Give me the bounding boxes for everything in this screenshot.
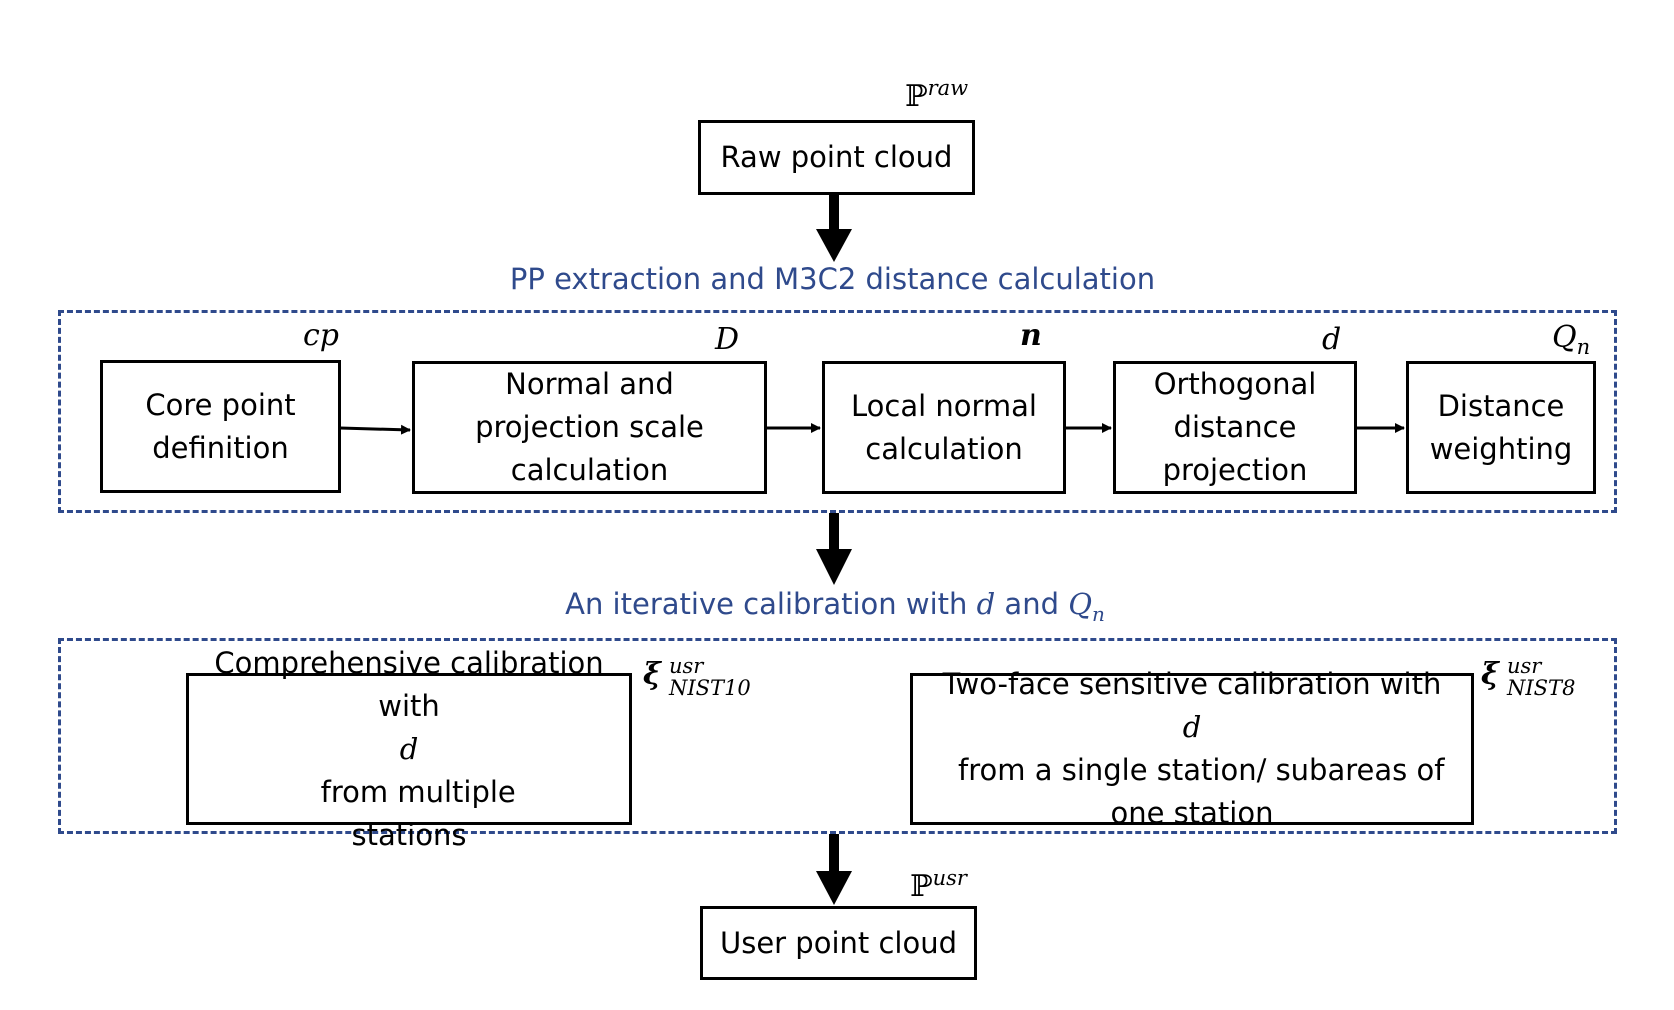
step1-line1: Core point xyxy=(145,387,296,422)
section2-title-q-sub: n xyxy=(1091,601,1105,626)
step3-line2: calculation xyxy=(865,431,1023,466)
section1-title: PP extraction and M3C2 distance calculat… xyxy=(509,262,1156,296)
xi-nist8-base: ξ xyxy=(1481,657,1499,692)
step-distance-weighting: Distance weighting xyxy=(1406,361,1596,494)
user-symbol-sup: usr xyxy=(932,866,967,890)
arrow-calibration-to-user xyxy=(816,834,852,905)
left-cal-line3: stations xyxy=(351,817,467,852)
step5-symbol-sub: n xyxy=(1576,335,1591,359)
xi-nist10-symbol: ξ usr NIST10 xyxy=(643,656,751,699)
section2-title-d: d xyxy=(976,587,996,621)
arrow-raw-to-extraction xyxy=(816,193,852,262)
step2-symbol: D xyxy=(715,322,740,357)
left-cal-line2-pre: with xyxy=(378,688,440,723)
step-local-normal-calculation: Local normal calculation xyxy=(822,361,1066,494)
section1-dashed-frame xyxy=(58,310,1617,513)
xi-nist8-sup: usr xyxy=(1507,654,1542,678)
step5-line1: Distance xyxy=(1437,388,1565,423)
left-cal-line2: with d from multiple xyxy=(214,685,603,814)
user-cloud-symbol: ℙusr xyxy=(910,866,967,904)
right-cal-line2: d from a single station/ subareas of xyxy=(939,706,1445,792)
step4-line3: projection xyxy=(1162,453,1308,487)
two-face-calibration-box: Two-face sensitive calibration with d fr… xyxy=(910,667,1474,830)
user-point-cloud-box: User point cloud xyxy=(700,906,977,980)
section2-title-prefix: An iterative calibration with xyxy=(565,587,977,621)
step1-line2: definition xyxy=(152,430,289,465)
left-cal-line1: Comprehensive calibration xyxy=(214,645,604,680)
xi-nist8-symbol: ξ usr NIST8 xyxy=(1481,656,1575,699)
user-point-cloud-label: User point cloud xyxy=(719,925,958,960)
step1-symbol: cp xyxy=(303,318,340,353)
arrow-extraction-to-calibration xyxy=(816,513,852,585)
right-cal-line2-post: from a single station/ subareas of xyxy=(939,753,1445,787)
step2-line3: calculation xyxy=(510,453,669,487)
step4-symbol: d xyxy=(1322,322,1342,357)
section2-title: An iterative calibration with d and Qn xyxy=(430,587,1240,626)
user-symbol-base: ℙ xyxy=(910,869,933,904)
xi-nist8-sub: NIST8 xyxy=(1507,676,1576,700)
right-cal-line2-d: d xyxy=(1182,710,1202,744)
step5-line2: weighting xyxy=(1429,431,1573,466)
raw-cloud-symbol: ℙraw xyxy=(905,76,968,114)
right-cal-line3: one station xyxy=(1110,796,1274,830)
step2-line1: Normal and xyxy=(505,367,674,401)
xi-nist10-base: ξ xyxy=(643,657,661,692)
step-normal-projection-scale: Normal and projection scale calculation xyxy=(412,361,767,494)
step5-symbol-base: Q xyxy=(1552,320,1577,355)
step3-symbol: n xyxy=(1020,318,1042,353)
step3-line1: Local normal xyxy=(851,388,1037,423)
right-cal-line1: Two-face sensitive calibration with xyxy=(942,667,1442,701)
step2-line2: projection scale xyxy=(475,410,704,444)
step4-line1: Orthogonal xyxy=(1153,367,1317,401)
step4-line2: distance xyxy=(1173,410,1297,444)
step-core-point-definition: Core point definition xyxy=(100,360,341,493)
raw-point-cloud-label: Raw point cloud xyxy=(720,140,953,174)
section2-title-and: and xyxy=(995,587,1069,621)
xi-nist10-sub: NIST10 xyxy=(669,676,751,700)
raw-symbol-sup: raw xyxy=(927,76,969,100)
xi-nist10-sup: usr xyxy=(669,654,704,678)
arrow-step1-to-step2 xyxy=(339,424,411,435)
section2-dashed-frame xyxy=(58,638,1617,834)
step5-symbol: Qn xyxy=(1552,320,1590,359)
step-orthogonal-distance-projection: Orthogonal distance projection xyxy=(1113,361,1357,494)
comprehensive-calibration-box: Comprehensive calibration with d from mu… xyxy=(186,646,632,852)
raw-symbol-base: ℙ xyxy=(905,79,928,114)
raw-point-cloud-box: Raw point cloud xyxy=(698,120,975,195)
left-cal-line2-post: from multiple xyxy=(302,774,516,809)
left-cal-line2-d: d xyxy=(399,731,419,766)
section2-title-q: Q xyxy=(1068,587,1092,621)
